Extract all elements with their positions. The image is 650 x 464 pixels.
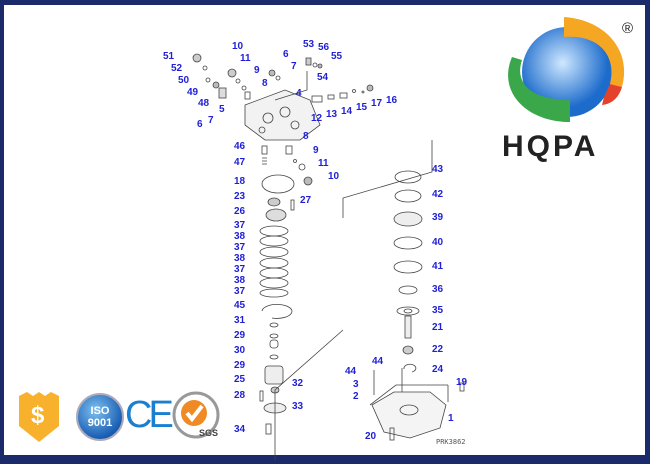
part-label: 29 <box>234 330 246 341</box>
part-label: 31 <box>234 315 246 326</box>
part-label: 15 <box>356 102 368 113</box>
part-label: 38 <box>234 253 246 264</box>
part-label: 11 <box>318 158 329 169</box>
part-label: 26 <box>234 206 246 217</box>
hqpa-logo: ® HQPA <box>492 12 642 163</box>
part-label: 3 <box>353 379 359 390</box>
part-label: 44 <box>345 366 357 377</box>
part-label: 53 <box>303 39 315 50</box>
part-label: 9 <box>254 65 260 76</box>
part-label: 12 <box>311 113 323 124</box>
part-label: 42 <box>432 189 444 200</box>
part-label: 39 <box>432 212 444 223</box>
dollar-symbol: $ <box>31 402 45 429</box>
iso-number: 9001 <box>87 417 113 429</box>
part-label: 4 <box>296 88 302 99</box>
part-label: 29 <box>234 360 246 371</box>
drawing-code: PRK3862 <box>436 438 466 446</box>
part-label: 1 <box>448 413 454 424</box>
part-label: 20 <box>365 431 377 442</box>
part-label: 2 <box>353 391 359 402</box>
part-label: 37 <box>234 220 246 231</box>
part-label: 41 <box>432 261 444 272</box>
part-label: 22 <box>432 344 444 355</box>
sgs-label: SGS <box>199 428 219 438</box>
part-label: 27 <box>300 195 312 206</box>
part-label: 34 <box>234 424 246 435</box>
part-label: 45 <box>234 300 246 311</box>
part-label: 30 <box>234 345 246 356</box>
iso-text: ISO <box>90 405 110 417</box>
part-label: 54 <box>317 72 329 83</box>
part-label: 21 <box>432 322 444 333</box>
part-label: 37 <box>234 264 246 275</box>
brand-name: HQPA <box>502 130 599 163</box>
part-label: 32 <box>292 378 304 389</box>
sgs-certification-icon <box>172 391 220 439</box>
part-label: 52 <box>171 63 183 74</box>
part-label: 7 <box>291 61 297 72</box>
part-label: 8 <box>303 131 309 142</box>
part-label: 13 <box>326 109 338 120</box>
part-label: 25 <box>234 374 246 385</box>
part-label: 38 <box>234 231 246 242</box>
secure-payment-shield-icon: $ <box>17 392 61 442</box>
part-label: 48 <box>198 98 210 109</box>
part-label: 19 <box>456 377 468 388</box>
part-label: 40 <box>432 237 444 248</box>
part-label: 35 <box>432 305 444 316</box>
registered-mark: ® <box>622 20 634 37</box>
part-label: 9 <box>313 145 319 156</box>
part-label: 56 <box>318 42 330 53</box>
part-label: 7 <box>208 115 214 126</box>
part-label: 51 <box>163 51 175 62</box>
part-label: 6 <box>283 49 289 60</box>
iso-9001-badge: ISO 9001 <box>76 393 124 441</box>
part-label: 10 <box>328 171 340 182</box>
part-label: 28 <box>234 390 246 401</box>
part-label: 44 <box>372 356 384 367</box>
part-label: 16 <box>386 95 398 106</box>
part-label: 50 <box>178 75 190 86</box>
part-label: 18 <box>234 176 246 187</box>
part-label: 24 <box>432 364 444 375</box>
part-label: 46 <box>234 141 246 152</box>
part-label: 49 <box>187 87 199 98</box>
part-label: 47 <box>234 157 246 168</box>
part-label: 43 <box>432 164 444 175</box>
part-label: 38 <box>234 275 246 286</box>
part-label: 55 <box>331 51 343 62</box>
part-label: 37 <box>234 242 246 253</box>
part-label: 33 <box>292 401 304 412</box>
part-label: 6 <box>197 119 203 130</box>
part-label: 17 <box>371 98 383 109</box>
part-label: 37 <box>234 286 246 297</box>
part-label: 8 <box>262 78 268 89</box>
ce-mark: CE <box>125 394 174 436</box>
globe-logo-icon <box>508 17 625 122</box>
part-label: 36 <box>432 284 444 295</box>
part-label: 14 <box>341 106 353 117</box>
part-label: 5 <box>219 104 225 115</box>
part-label: 10 <box>232 41 244 52</box>
part-label: 23 <box>234 191 246 202</box>
part-label: 11 <box>240 53 251 64</box>
